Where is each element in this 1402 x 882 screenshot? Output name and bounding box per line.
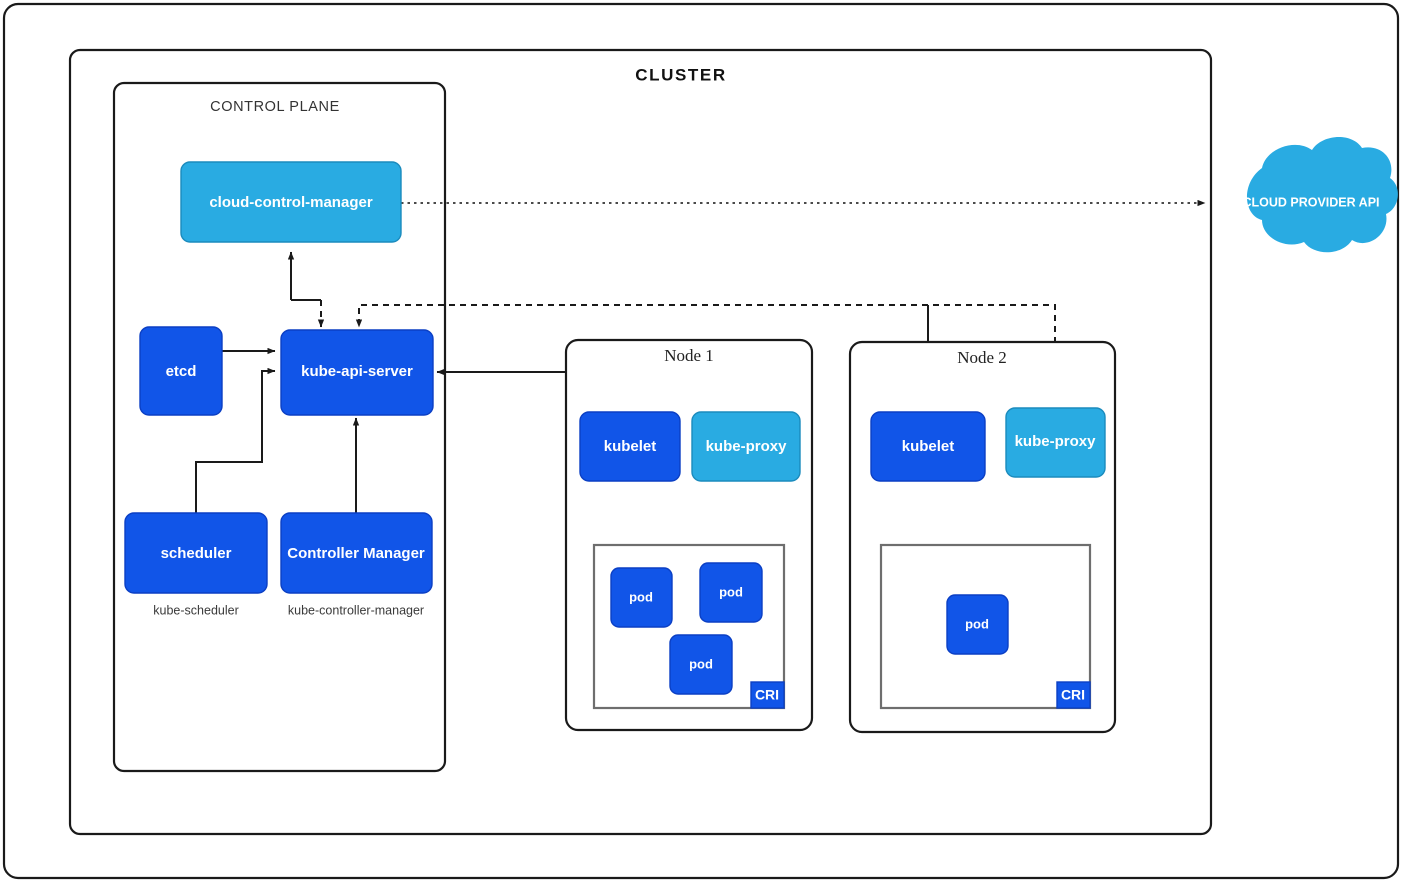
node-1-pod-2[interactable]	[699, 562, 763, 623]
caption-kube-scheduler: kube-scheduler	[153, 603, 238, 617]
node-2-kube-proxy[interactable]	[1005, 407, 1106, 478]
node-1-pod-1[interactable]	[610, 567, 673, 628]
node-2-pod-1-label: pod	[965, 616, 989, 631]
node-2-cri-label: CRI	[1061, 687, 1085, 703]
node-1-pod-2-label: pod	[719, 584, 743, 599]
control-plane-boundary	[112, 81, 447, 773]
cluster-boundary	[68, 48, 1213, 836]
connector-scheduler-to-apiserver	[195, 367, 276, 513]
node-2-kubelet-label: kubelet	[902, 438, 955, 455]
label-controller-manager: Controller Manager	[287, 545, 425, 562]
label-etcd: etcd	[166, 363, 197, 380]
label-cloud-control-manager: cloud-control-manager	[209, 194, 373, 211]
control-plane-title: CONTROL PLANE	[210, 99, 340, 115]
node-2-kubelet[interactable]	[870, 411, 986, 482]
node-1-kubelet-label: kubelet	[604, 438, 657, 455]
box-cloud-control-manager[interactable]	[180, 161, 402, 243]
node-2-pod-1[interactable]	[946, 594, 1009, 655]
node-1-cri-label: CRI	[755, 687, 779, 703]
node-2-cri-badge	[1056, 681, 1091, 709]
node-2-kube-proxy-label: kube-proxy	[1015, 433, 1097, 450]
node-1-pod-3-label: pod	[689, 656, 713, 671]
box-etcd[interactable]	[139, 326, 223, 416]
node-1-kubelet[interactable]	[579, 411, 681, 482]
box-controller-manager[interactable]	[280, 512, 433, 594]
caption-kube-controller-manager: kube-controller-manager	[288, 603, 424, 617]
label-scheduler: scheduler	[161, 545, 232, 562]
node-1-cri-badge	[750, 681, 785, 709]
cloud-provider-api[interactable]: CLOUD PROVIDER API	[1242, 136, 1398, 253]
node-1-pod-1-label: pod	[629, 589, 653, 604]
node-1-title: Node 1	[664, 346, 714, 365]
cloud-provider-api-label: CLOUD PROVIDER API	[1242, 195, 1379, 209]
node-1-kube-proxy-label: kube-proxy	[706, 438, 788, 455]
label-kube-api-server: kube-api-server	[301, 363, 413, 380]
box-scheduler[interactable]	[124, 512, 268, 594]
node-1-pod-3[interactable]	[669, 634, 733, 695]
cluster-title: CLUSTER	[635, 65, 726, 84]
node-2-title: Node 2	[957, 348, 1007, 367]
node-1-kube-proxy[interactable]	[691, 411, 801, 482]
box-kube-api-server[interactable]	[280, 329, 434, 416]
